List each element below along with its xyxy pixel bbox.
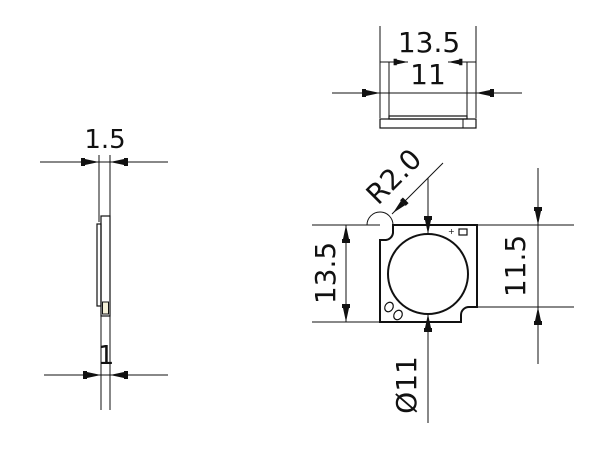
arrow-icon [476,89,494,97]
arrow-icon [534,307,542,325]
arrow-icon [342,304,350,322]
board-profile [379,118,477,129]
arrow-icon [534,207,542,225]
arrow-icon [393,58,408,66]
front-view: R2.0 + 13.5 11.5 Ø11 [309,142,574,423]
arrow-icon [81,158,99,166]
mounting-hole [384,301,394,313]
arrow-icon [448,58,463,66]
arrow-icon [110,371,128,379]
dim-inner-width: 11 [410,58,446,91]
dim-emitter-diameter: Ø11 [390,356,423,414]
mounting-hole [393,309,403,321]
dim-board-height: 13.5 [309,242,342,304]
solder-pad [102,301,109,315]
arrow-icon [362,89,380,97]
emitter-circle [387,233,469,315]
dim-board-thickness: 1 [98,341,115,371]
arrow-icon [83,371,101,379]
board-outline [379,224,478,323]
dim-inner-height: 11.5 [499,235,532,297]
radius-construction-arc [366,211,394,226]
plus-mark: + [448,227,455,236]
top-view: 13.5 11 [332,26,522,129]
dim-corner-radius: R2.0 [360,142,429,211]
dim-total-thickness: 1.5 [84,125,125,155]
arrow-icon [342,225,350,243]
arrow-icon [110,158,128,166]
polarity-mark [458,228,468,236]
board-profile [100,215,111,317]
side-view: 1.5 1 [40,125,168,410]
dim-board-width: 13.5 [398,26,460,59]
